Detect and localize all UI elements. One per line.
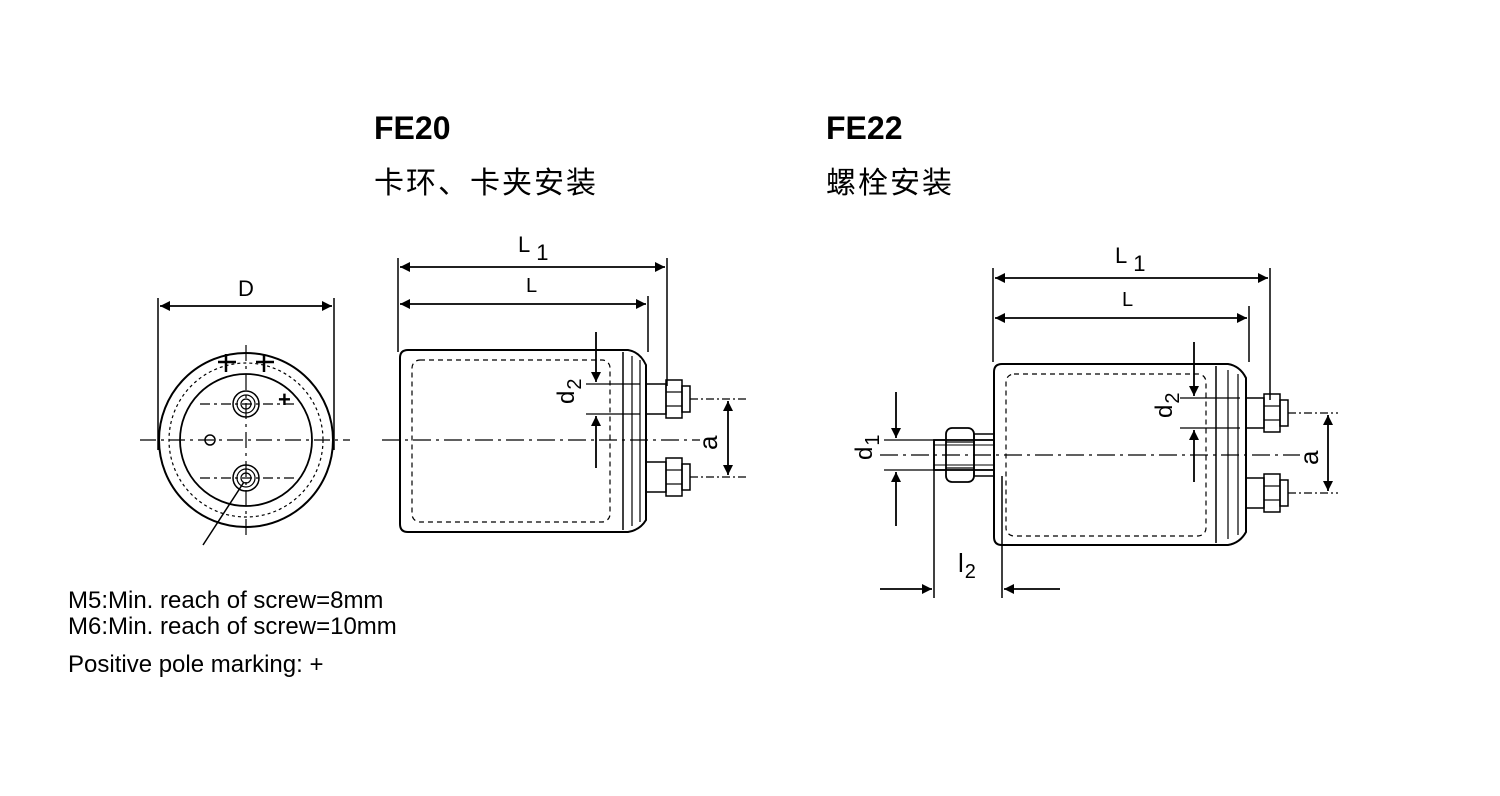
fe20-positive-pole-marking: + [278,387,291,412]
note-positive-pole-marking: Positive pole marking: + [68,651,324,678]
fe20-a-label: a [693,435,723,450]
fe22-side-view [880,268,1338,598]
fe20-vent-icon [204,434,216,446]
fe22-title: FE22 [826,110,903,146]
fe22-l2-label: l2 [958,548,976,583]
fe20-diameter-label: D [238,276,254,301]
fe20-l-label: L [526,275,537,297]
fe20-side-view [382,258,746,533]
fe22-d1-label: d1 [851,435,884,460]
fe22-a-label: a [1294,450,1324,465]
fe22-terminal-bottom-side [1245,473,1289,513]
fe22-l-label: L [1122,289,1133,311]
fe22-terminal-top-side [1245,393,1289,433]
fe22-mounting-label: 螺栓安装 [826,166,954,201]
fe20-end-view [140,298,350,546]
fe20-title: FE20 [374,110,451,146]
fe20-terminal-top-side [645,379,691,419]
fe20-mounting-label: 卡环、卡夹安装 [374,166,598,201]
fe20-can-body [399,349,647,533]
note-m5-screw-reach: M5:Min. reach of screw=8mm [68,587,384,614]
fe22-d2-label: d2 [1151,393,1184,418]
fe20-terminal-top [232,390,260,418]
fe20-terminal-bottom-side [645,457,691,497]
fe22-can-body [993,363,1247,546]
fe20-terminal-bottom [232,464,260,492]
fe20-d2-label: d2 [553,379,586,404]
note-m6-screw-reach: M6:Min. reach of screw=10mm [68,613,397,640]
fe22-mounting-bolt [933,427,995,483]
